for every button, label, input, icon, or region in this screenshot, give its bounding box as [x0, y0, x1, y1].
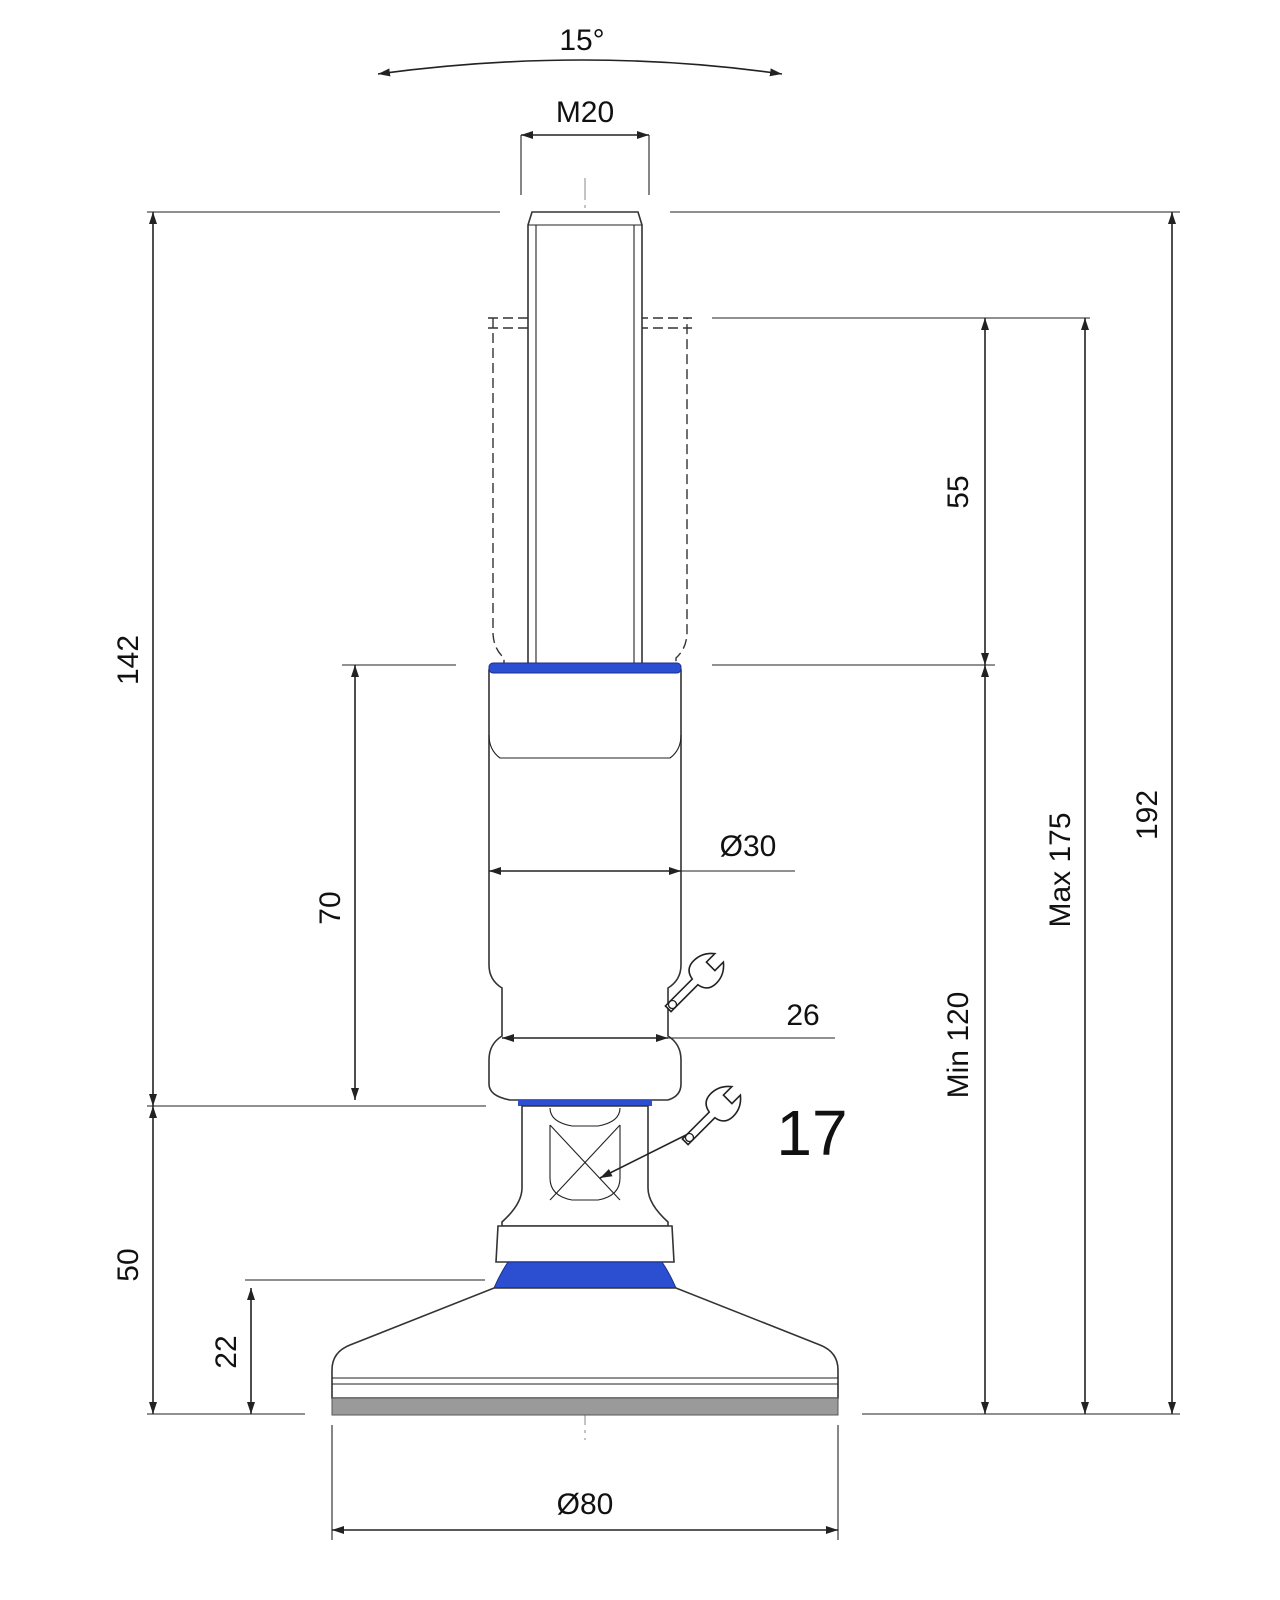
label-height-min: Min 120: [942, 992, 975, 1099]
label-height-total: 192: [1131, 790, 1164, 840]
ball-joint-neck: [495, 1105, 675, 1263]
threaded-stud: [527, 211, 643, 669]
label-height-lower: 142: [112, 635, 145, 685]
label-tilt-angle: 15°: [559, 24, 604, 57]
label-height-max: Max 175: [1044, 812, 1077, 927]
label-wrench-17: 17: [776, 1097, 847, 1169]
label-pad-height: 22: [210, 1335, 243, 1368]
base-plate: [331, 1287, 839, 1399]
leader-line-17: [599, 1127, 701, 1179]
seal-ring-top: [488, 662, 682, 674]
rubber-pad: [331, 1397, 839, 1416]
label-stroke: 55: [942, 475, 975, 508]
label-nut-height: 70: [314, 891, 347, 924]
label-base-height: 50: [112, 1248, 145, 1281]
label-wrench-26: 26: [786, 999, 819, 1032]
extension-lines: [147, 135, 1180, 1540]
wrench-icon: [664, 952, 725, 1013]
wrench-icon: [681, 1085, 742, 1146]
label-nut-diameter: Ø30: [720, 830, 777, 863]
adjusting-nut: [488, 669, 682, 1101]
dim-arc-tilt: [377, 59, 783, 77]
seal-ring-base: [493, 1261, 677, 1289]
label-thread: M20: [556, 96, 614, 129]
label-base-diameter: Ø80: [557, 1488, 614, 1521]
seal-ring-lower: [518, 1100, 652, 1106]
